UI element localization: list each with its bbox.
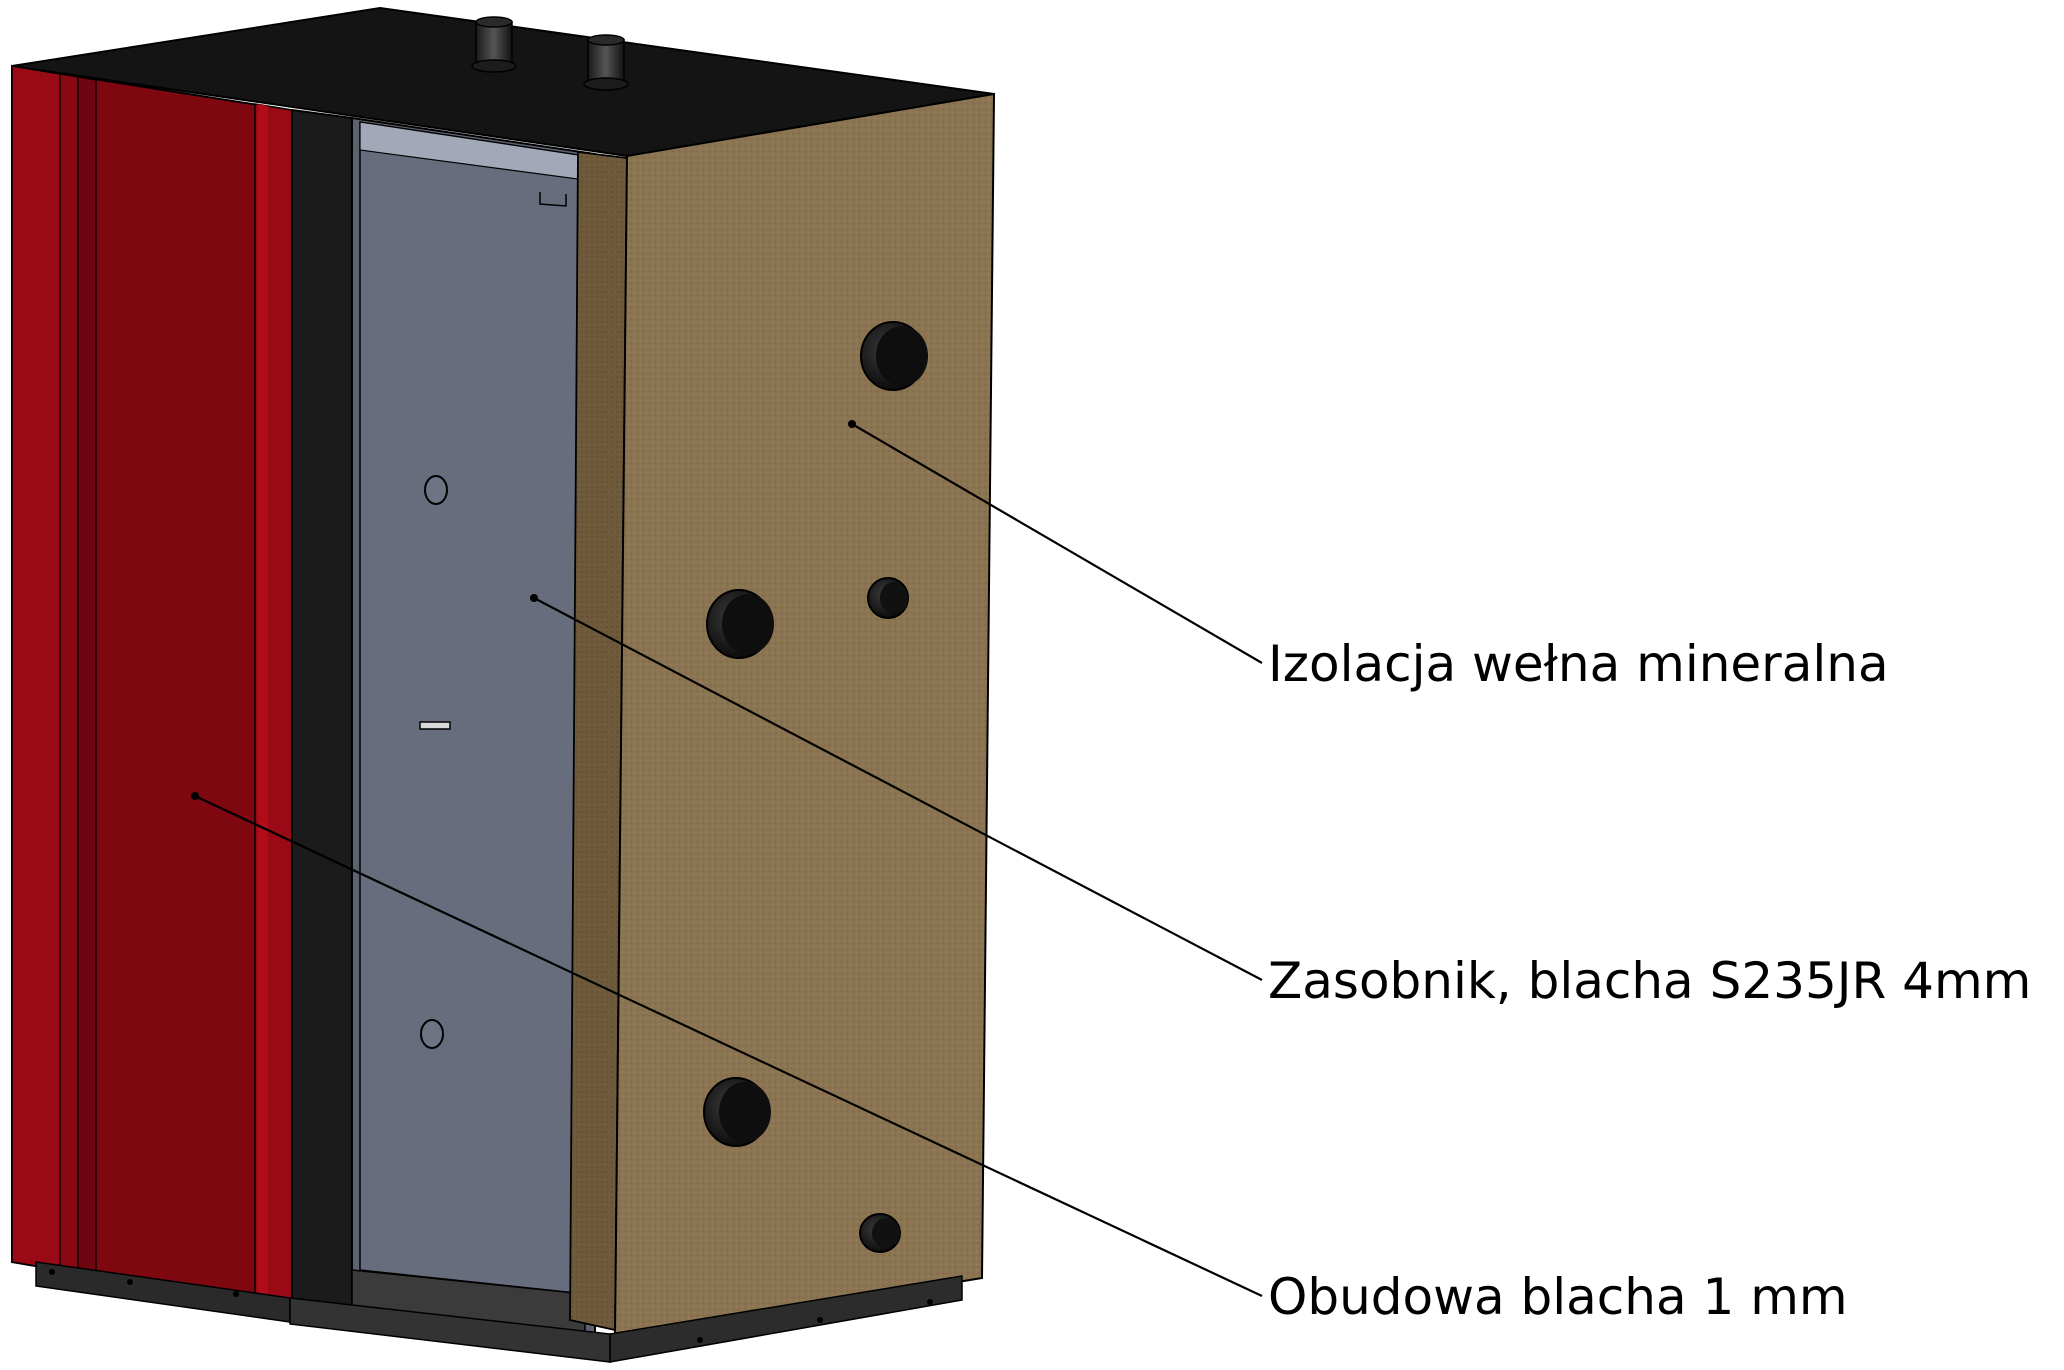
boiler-body bbox=[11, 6, 996, 1363]
port-middle-left bbox=[706, 589, 774, 659]
top-nozzle-right bbox=[583, 34, 629, 91]
label-obudowa: Obudowa blacha 1 mm bbox=[1268, 1268, 1848, 1326]
port-middle-small bbox=[867, 577, 909, 619]
port-upper-right bbox=[860, 321, 928, 391]
callout-izolacja: Izolacja wełna mineralna bbox=[848, 420, 1889, 693]
tank-sheet bbox=[351, 116, 596, 1342]
callout-zasobnik: Zasobnik, blacha S235JR 4mm bbox=[530, 594, 2031, 1010]
top-nozzle-left bbox=[471, 16, 517, 73]
port-lower-small bbox=[859, 1213, 901, 1253]
label-zasobnik: Zasobnik, blacha S235JR 4mm bbox=[1268, 952, 2031, 1010]
callout-obudowa: Obudowa blacha 1 mm bbox=[191, 792, 1848, 1326]
label-izolacja: Izolacja wełna mineralna bbox=[1268, 635, 1889, 693]
casing-sheet bbox=[11, 64, 293, 1312]
insulation-panel bbox=[613, 92, 996, 1340]
base-plinth bbox=[35, 1261, 963, 1363]
frame-strip bbox=[291, 108, 353, 1318]
port-lower-left bbox=[703, 1077, 771, 1147]
